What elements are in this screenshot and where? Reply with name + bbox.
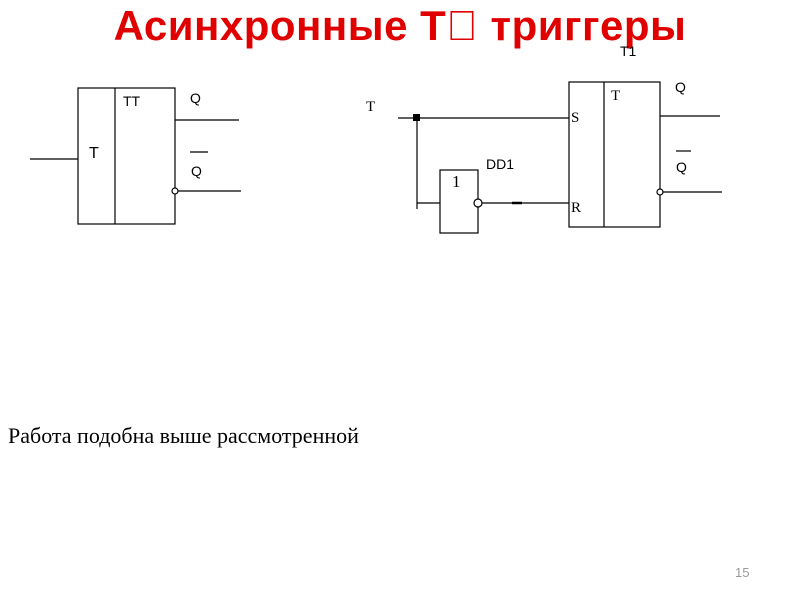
right-wire-junction-dot	[413, 114, 420, 121]
left-t-input-label: Т	[89, 145, 99, 162]
t1-trigger-name: T1	[620, 43, 637, 59]
dd1-gate-symbol: 1	[452, 172, 461, 191]
slide-body-text: Работа подобна выше рассмотренной	[8, 423, 359, 448]
page-number: 15	[735, 565, 750, 580]
t1-r-input-label: R	[571, 200, 581, 216]
t1-inverting-bubble	[656, 188, 664, 196]
left-q-inv-label: Q	[191, 163, 202, 179]
t1-trigger-box	[568, 81, 661, 228]
t1-q-inv-label: Q	[676, 159, 687, 175]
left-inverting-bubble	[171, 187, 179, 195]
slide-title: Асинхронные Т  триггеры	[113, 2, 687, 49]
left-q-label: Q	[190, 90, 201, 106]
left-trigger-type-label: ТТ	[123, 93, 141, 109]
right-t-input-label: Т	[366, 99, 375, 115]
t1-s-input-label: S	[571, 110, 579, 126]
left-trigger-box	[77, 87, 176, 225]
t1-q-label: Q	[675, 79, 686, 95]
dd1-output-bubble	[473, 198, 483, 208]
t1-trigger-type-label: T	[611, 88, 620, 104]
dd1-gate-name: DD1	[486, 156, 514, 172]
